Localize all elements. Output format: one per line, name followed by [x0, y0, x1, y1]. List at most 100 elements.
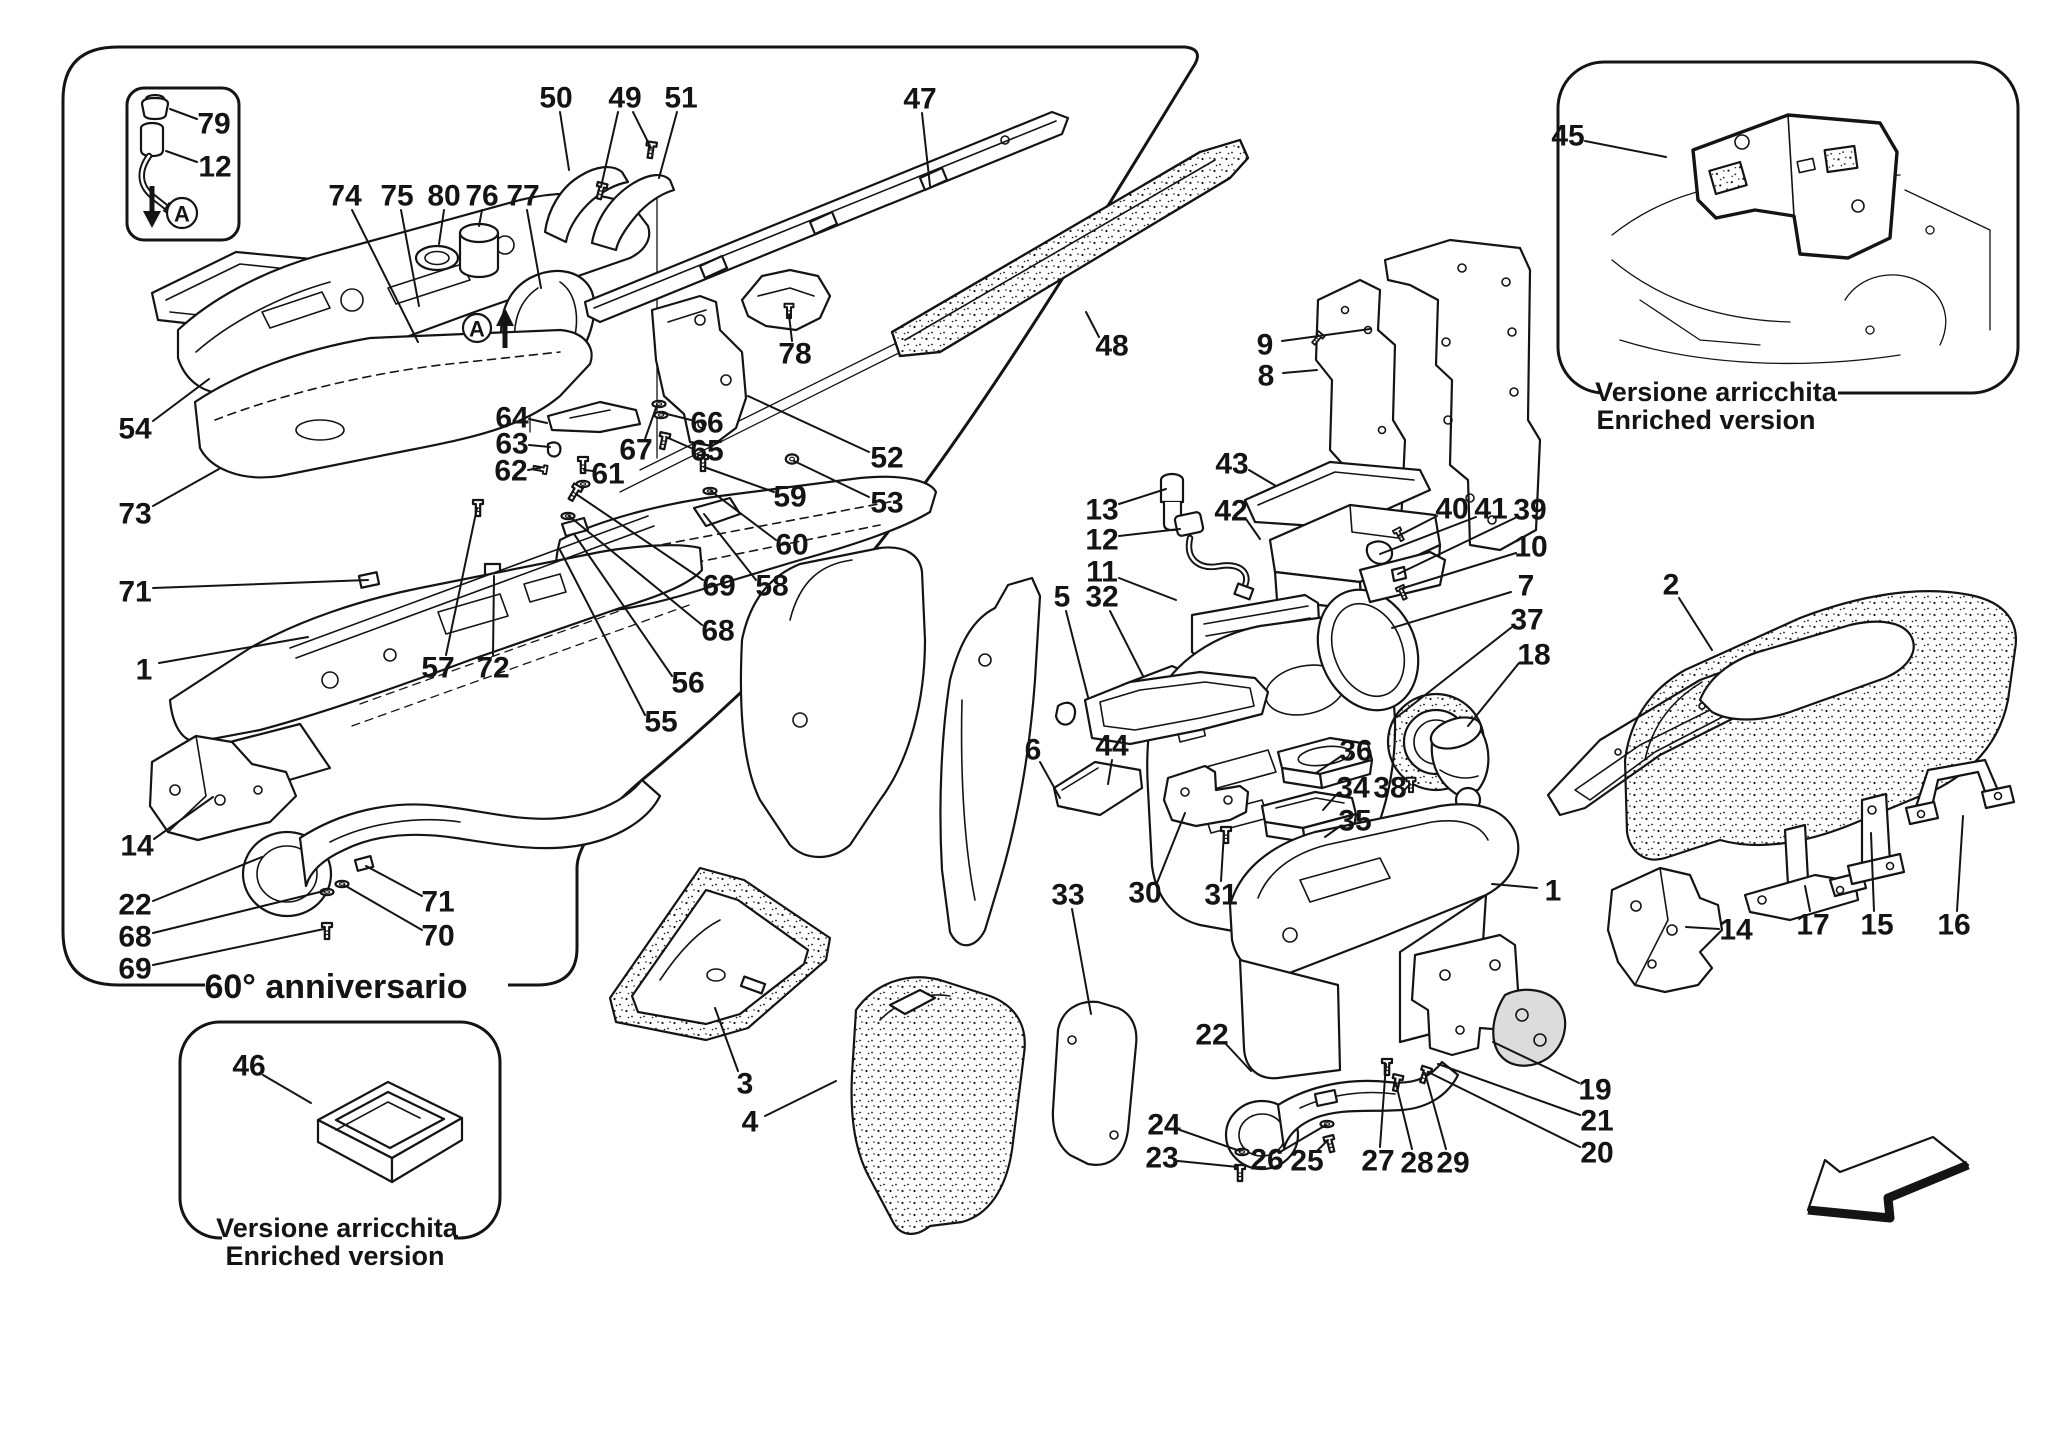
leader-3: [714, 1007, 739, 1072]
leader-47: [921, 112, 931, 187]
leader-42: [1245, 518, 1261, 540]
callout-29: 29: [1436, 1147, 1469, 1180]
leader-72: [492, 575, 495, 656]
callout-55: 55: [644, 706, 677, 739]
callout-30: 30: [1128, 877, 1161, 910]
trim-6: [939, 576, 1081, 947]
callout-50: 50: [539, 82, 572, 115]
enriched-top-line2: Enriched version: [1596, 405, 1815, 435]
leader-17: [1804, 885, 1811, 912]
leader-12: [1118, 528, 1181, 537]
callout-6: 6: [1025, 734, 1042, 767]
leader-37: [1396, 626, 1513, 718]
leader-69: [575, 493, 704, 581]
leader-29: [1424, 1072, 1447, 1150]
enriched-box-bottom: Versione arricchita Enriched version: [178, 1020, 502, 1271]
leader-1: [1491, 883, 1538, 889]
leader-30: [1156, 812, 1186, 884]
callout-72: 72: [476, 652, 509, 685]
callout-27: 27: [1361, 1145, 1394, 1178]
leader-56: [573, 533, 673, 677]
callout-69: 69: [702, 570, 735, 603]
leader-18: [1467, 662, 1520, 727]
anniversario-label: 60° anniversario: [204, 968, 467, 1006]
callout-64: 64: [495, 402, 529, 435]
callout-69: 69: [118, 953, 151, 986]
leader-61: [583, 469, 594, 472]
callout-44: 44: [1095, 730, 1129, 763]
leader-36: [1315, 756, 1341, 774]
callout-14: 14: [120, 830, 154, 863]
group-right-trim: [1546, 590, 2017, 994]
bracket-16: [1904, 758, 2016, 826]
leader-39: [1397, 517, 1516, 575]
hook-63: [546, 441, 562, 458]
callout-53: 53: [870, 487, 903, 520]
callout-60: 60: [775, 529, 808, 562]
callout-16: 16: [1937, 909, 1970, 942]
leader-38: [1400, 783, 1411, 795]
carpet-4: [850, 976, 1026, 1235]
leader-8: [1282, 369, 1318, 374]
leader-21: [1437, 1063, 1581, 1116]
bolt-69L: [320, 921, 334, 941]
leader-52: [747, 395, 870, 453]
callout-5: 5: [1054, 581, 1071, 614]
armrest-lid-7: [1316, 588, 1420, 712]
bolt-69u: [565, 482, 584, 504]
callout-39: 39: [1513, 494, 1546, 527]
callout-76: 76: [465, 180, 498, 213]
callout-58: 58: [755, 570, 788, 603]
callout-42: 42: [1214, 495, 1247, 528]
leader-48: [1085, 311, 1100, 338]
callout-33: 33: [1051, 879, 1084, 912]
plug-cable-12: [1173, 511, 1255, 601]
callout-17: 17: [1796, 909, 1829, 942]
inset-border: [125, 86, 241, 242]
callout-22: 22: [1195, 1019, 1228, 1052]
assembly-marker-a: A: [461, 308, 514, 348]
callout-65: 65: [690, 435, 723, 468]
leader-53: [793, 460, 870, 498]
callout-26: 26: [1250, 1144, 1283, 1177]
callout-23: 23: [1145, 1142, 1178, 1175]
callout-59: 59: [773, 481, 806, 514]
leader-32: [1109, 610, 1144, 677]
leader-2: [1678, 597, 1713, 651]
callout-70: 70: [421, 920, 454, 953]
detail-marker-a: A: [165, 196, 199, 230]
lighter-13: [1159, 472, 1185, 532]
mat-44: [1052, 760, 1144, 817]
callout-4: 4: [742, 1106, 759, 1139]
lighter-barrel-18: [1429, 716, 1490, 814]
enriched-box-top: Versione arricchita Enriched version: [1556, 60, 2020, 435]
callout-74: 74: [328, 180, 362, 213]
leader-22: [152, 856, 263, 902]
leader-49: [600, 111, 619, 188]
callout-31: 31: [1204, 879, 1237, 912]
callout-12: 12: [198, 151, 231, 184]
leader-13: [1118, 488, 1167, 505]
bracket-52: [650, 294, 748, 448]
leader-31: [1220, 831, 1225, 882]
leather-cover-73: [193, 328, 593, 479]
callout-73: 73: [118, 498, 151, 531]
group-tunnel-top: [150, 110, 1250, 479]
leader-67: [644, 404, 658, 440]
mat-43: [1243, 460, 1432, 530]
leader-51: [658, 111, 678, 179]
leader-4: [764, 1080, 837, 1117]
leader-57: [445, 507, 478, 656]
group-center-trim: [608, 546, 1138, 1235]
leader-26: [1279, 1124, 1327, 1153]
leader-14: [1685, 926, 1720, 930]
callout-7: 7: [1518, 570, 1535, 603]
callout-43: 43: [1215, 448, 1248, 481]
leader-12: [165, 150, 198, 163]
washer-67: [651, 399, 667, 409]
sill-48: [890, 138, 1250, 358]
leader-41: [1379, 516, 1477, 555]
striker-64: [546, 400, 642, 434]
callout-13: 13: [1085, 494, 1118, 527]
leader-27: [1379, 1063, 1387, 1148]
